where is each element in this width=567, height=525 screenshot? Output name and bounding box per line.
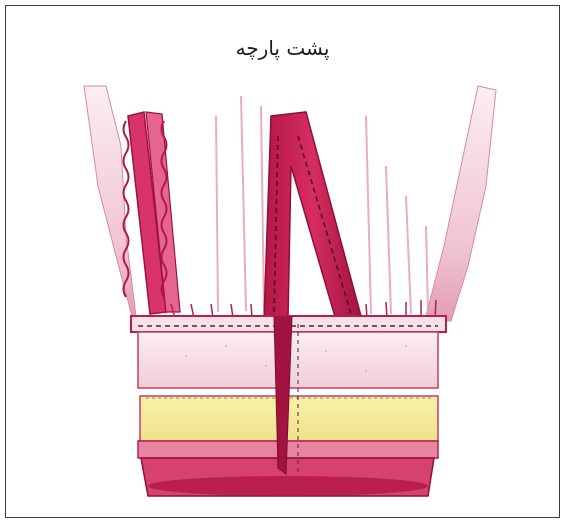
cuff-bottom-fold <box>138 441 438 458</box>
figure-caption: پشت پارچه <box>6 36 559 60</box>
pleat-stitch-right <box>298 136 351 314</box>
figure-frame: پشت پارچه <box>5 5 560 518</box>
cuff-opening <box>148 476 428 496</box>
sleeve-cuff-illustration <box>66 76 516 516</box>
center-pleat <box>264 112 361 320</box>
